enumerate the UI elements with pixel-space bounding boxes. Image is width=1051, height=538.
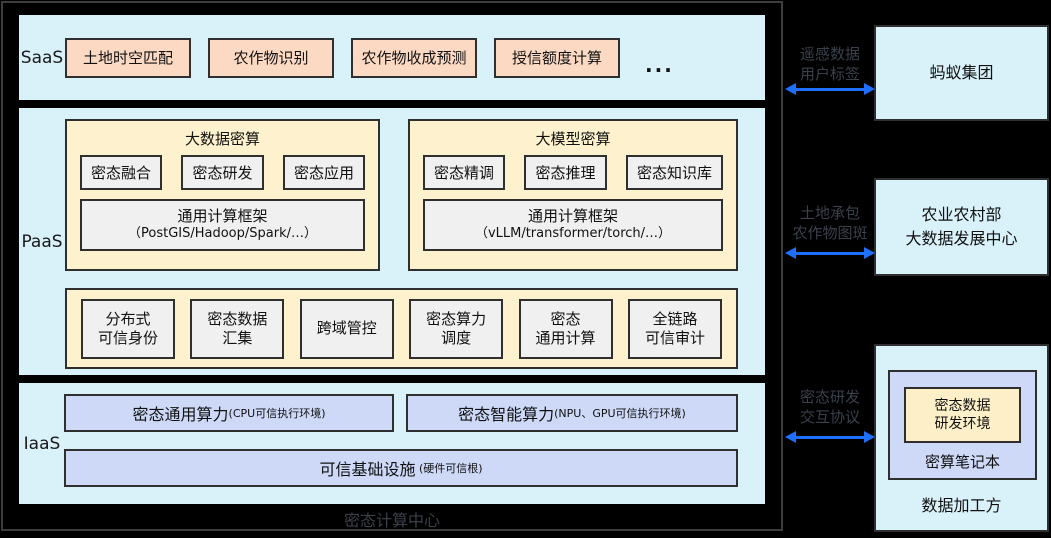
saas-layer-label: SaaS: [20, 47, 64, 68]
iaas-trust-note-text: (硬件可信根): [418, 462, 483, 475]
bigdata-framework-subtitle: （PostGIS/Hadoop/Spark/…）: [128, 226, 317, 242]
partner-ministry-line2: 大数据发展中心: [905, 229, 1018, 248]
saas-app-crop-recognition: 农作物识别: [208, 37, 334, 78]
module-secure-application: 密态应用: [282, 155, 365, 190]
service-secure-compute-scheduling: 密态算力 调度: [409, 298, 504, 359]
service-secure-data-aggregation: 密态数据 汇集: [190, 298, 285, 359]
link-label-line: 农作物图斑: [792, 224, 868, 243]
module-secure-knowledgebase: 密态知识库: [625, 155, 723, 190]
arrow-left-head-icon: [785, 431, 796, 443]
confidential-computing-center-panel: SaaS 土地时空匹配 农作物识别 农作物收成预测 授信额度计算 ... Paa…: [1, 1, 783, 531]
service-line: 调度: [441, 328, 472, 347]
module-secure-fusion: 密态融合: [80, 155, 163, 190]
llm-framework-subtitle: （vLLM/transformer/torch/…）: [474, 226, 672, 242]
link-label-land-contract: 土地承包 农作物图斑: [780, 203, 880, 244]
iaas-layer: IaaS 密态通用算力 (CPU可信执行环境) 密态智能算力 (NPU、GPU可…: [19, 383, 765, 504]
notebook-label: 密算笔记本: [924, 452, 1000, 471]
paas-group-bigdata-title: 大数据密算: [184, 130, 260, 148]
service-full-chain-trusted-audit: 全链路 可信审计: [627, 298, 722, 359]
iaas-secure-ai-compute: 密态智能算力 (NPU、GPU可信执行环境): [406, 394, 738, 432]
saas-app-row: 土地时空匹配 农作物识别 农作物收成预测 授信额度计算 ...: [65, 15, 674, 100]
module-secure-finetune: 密态精调: [423, 155, 506, 190]
link-label-secure-rnd-protocol: 密态研发 交互协议: [780, 387, 880, 428]
service-line: 密态数据: [207, 309, 268, 328]
iaas-general-title: 密态通用算力: [132, 405, 229, 424]
paas-layer-label: PaaS: [21, 231, 63, 252]
paas-group-llm: 大模型密算 密态精调 密态推理 密态知识库 通用计算框架 （vLLM/trans…: [408, 119, 738, 271]
env-line1: 密态数据: [934, 397, 991, 414]
arrow-right-head-icon: [864, 247, 875, 259]
arrow-right-head-icon: [864, 431, 875, 443]
llm-framework-box: 通用计算框架 （vLLM/transformer/torch/…）: [423, 199, 723, 251]
saas-app-credit-limit: 授信额度计算: [494, 37, 620, 78]
saas-app-harvest-prediction: 农作物收成预测: [351, 37, 477, 78]
service-line: 汇集: [222, 328, 253, 347]
paas-llm-module-row: 密态精调 密态推理 密态知识库: [423, 155, 723, 190]
service-line: 通用计算: [535, 328, 596, 347]
link-label-remote-sensing: 遥感数据 用户标签: [780, 44, 880, 85]
service-line: 可信身份: [97, 328, 158, 347]
partner-ant-group: 蚂蚁集团: [874, 25, 1049, 121]
service-distributed-trusted-identity: 分布式 可信身份: [81, 298, 175, 359]
bidirectional-arrow-ant: [785, 83, 875, 95]
bigdata-framework-box: 通用计算框架 （PostGIS/Hadoop/Spark/…）: [80, 199, 365, 251]
arrow-left-head-icon: [785, 247, 796, 259]
partner-ant-name: 蚂蚁集团: [929, 63, 994, 82]
service-line: 密态: [550, 309, 581, 328]
paas-bigdata-module-row: 密态融合 密态研发 密态应用: [80, 155, 365, 190]
partner-processor-name: 数据加工方: [921, 496, 1002, 515]
iaas-general-note: (CPU可信执行环境): [228, 407, 326, 420]
partner-ministry-line1: 农业农村部: [921, 205, 1002, 224]
service-line: 跨域管控: [316, 319, 377, 338]
link-label-line: 用户标签: [799, 65, 860, 84]
arrow-right-head-icon: [864, 83, 875, 95]
arrow-left-head-icon: [785, 83, 796, 95]
service-cross-domain-control: 跨域管控: [299, 298, 394, 359]
paas-group-llm-title: 大模型密算: [535, 130, 611, 148]
module-secure-inference: 密态推理: [524, 155, 607, 190]
partner-data-processor: 密态数据 研发环境 密算笔记本 数据加工方: [874, 344, 1049, 532]
saas-more-ellipsis: ...: [645, 52, 674, 77]
service-line: 密态算力: [426, 309, 487, 328]
link-label-line: 土地承包: [799, 204, 860, 222]
iaas-ai-note: (NPU、GPU可信执行环境): [554, 407, 686, 420]
link-label-line: 密态研发: [799, 388, 860, 406]
bidirectional-arrow-ministry: [785, 247, 875, 259]
env-line2: 研发环境: [934, 416, 991, 432]
link-label-line: 遥感数据: [799, 45, 860, 63]
partner-ministry-bigdata-center: 农业农村部 大数据发展中心: [874, 178, 1049, 276]
service-line: 分布式: [105, 309, 151, 328]
paas-layer: PaaS 大数据密算 密态融合 密态研发 密态应用 通用计算框架 （PostGI…: [19, 108, 765, 375]
saas-layer: SaaS 土地时空匹配 农作物识别 农作物收成预测 授信额度计算 ...: [19, 15, 765, 100]
iaas-ai-title: 密态智能算力: [458, 405, 555, 424]
saas-app-land-matching: 土地时空匹配: [65, 37, 191, 78]
paas-group-bigdata: 大数据密算 密态融合 密态研发 密态应用 通用计算框架 （PostGIS/Had…: [65, 119, 380, 271]
secure-compute-notebook: 密态数据 研发环境 密算笔记本: [888, 370, 1037, 480]
secure-data-rnd-environment: 密态数据 研发环境: [904, 387, 1021, 443]
link-label-line: 交互协议: [799, 408, 860, 427]
llm-framework-title: 通用计算框架: [527, 206, 618, 225]
bigdata-framework-title: 通用计算框架: [177, 206, 268, 225]
iaas-layer-label: IaaS: [23, 433, 61, 454]
iaas-trust-title: 可信基础设施: [319, 460, 416, 479]
center-title: 密态计算中心: [343, 511, 440, 530]
service-line: 全链路: [652, 309, 698, 328]
iaas-secure-general-compute: 密态通用算力 (CPU可信执行环境): [64, 394, 394, 432]
paas-services-strip: 分布式 可信身份 密态数据 汇集 跨域管控 密态算力 调度 密态 通用计算 全链…: [65, 288, 738, 369]
service-secure-general-computation: 密态 通用计算: [518, 298, 613, 359]
bidirectional-arrow-processor: [785, 431, 875, 443]
module-secure-rnd: 密态研发: [181, 155, 264, 190]
service-line: 可信审计: [644, 328, 705, 347]
iaas-trusted-infrastructure: 可信基础设施 (硬件可信根): [64, 449, 738, 487]
